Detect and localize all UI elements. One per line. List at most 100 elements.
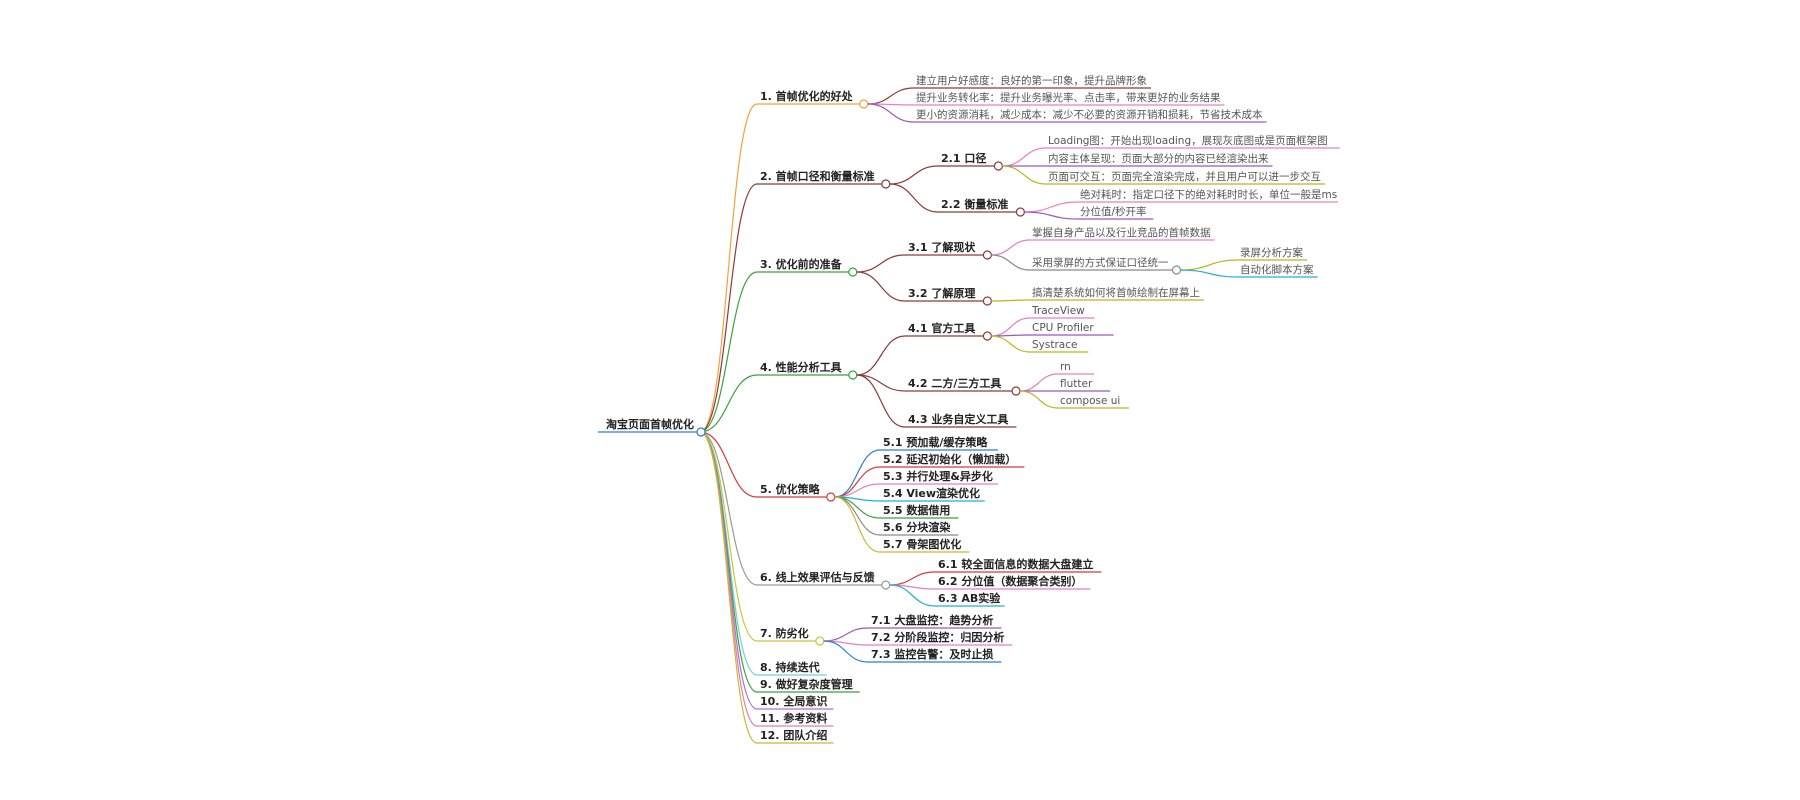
leaf-label-4-1-2: CPU Profiler [1032,322,1094,334]
edge-root-to-l1-3 [699,271,758,433]
l2-label-4-1: 4.1 官方工具 [908,321,975,335]
l1-node-label-10: 10. 全局意识 [760,694,827,708]
edge-5-6 [834,496,881,536]
l1-knob-6[interactable] [881,580,891,590]
leaf-label-3-1-2: 采用录屏的方式保证口径统一 [1032,256,1169,269]
l2-label-5-5: 5.5 数据借用 [883,503,950,517]
l2-label-5-4: 5.4 View渲染优化 [883,486,980,500]
edge-3-1-2-1 [1180,259,1239,271]
edge-1-1 [867,87,915,105]
edge-root-to-l1-2 [699,183,758,433]
l2-knob-4-1[interactable] [982,331,993,341]
leaf-label-4-2-2: flutter [1060,378,1093,390]
l2-knob-3-1[interactable] [982,250,993,260]
l2-knob-2-1[interactable] [993,161,1004,171]
l2-label-5-6: 5.6 分块渲染 [883,520,951,534]
leaf-label-1-1: 建立用户好感度：良好的第一印象，提升品牌形象 [916,74,1147,87]
l2-label-6-1: 6.1 较全面信息的数据大盘建立 [938,557,1093,571]
leaf-label-2-2-2: 分位值/秒开率 [1080,205,1147,218]
l2-knob-4-2[interactable] [1011,386,1021,396]
l1-node-label-2: 2. 首帧口径和衡量标准 [760,169,875,183]
edge-2-2-2 [1024,211,1079,220]
leaf-label-3-1-2-1: 录屏分析方案 [1240,246,1303,259]
edge-root-to-l1-6 [699,431,758,586]
leaf-label-2-2-1: 绝对耗时：指定口径下的绝对耗时时长，单位一般是ms [1080,188,1337,201]
leaf-label-2-1-3: 页面可交互：页面完全渲染完成，并且用户可以进一步交互 [1048,170,1321,183]
l2-label-2-1: 2.1 口径 [941,151,986,165]
l1-knob-5[interactable] [826,492,836,502]
l2-label-2-2: 2.2 衡量标准 [941,197,1008,211]
l1-node-label-3: 3. 优化前的准备 [760,257,843,271]
edge-3-1-2-2 [1180,269,1239,278]
leaf-label-2-1-2: 内容主体呈现：页面大部分的内容已经渲染出来 [1048,152,1269,165]
edge-3-1 [856,254,906,273]
l2-knob-3-2[interactable] [982,296,993,306]
edge-4-2-3 [1019,390,1059,409]
l2-label-5-3: 5.3 并行处理&异步化 [883,469,993,483]
edge-3-1-1 [991,239,1031,256]
l3-knob-3-1-2[interactable] [1171,265,1182,275]
leaf-label-4-1-1: TraceView [1031,305,1085,317]
edge-4-1-3 [991,335,1031,353]
l2-label-3-2: 3.2 了解原理 [908,286,975,300]
l2-label-7-1: 7.1 大盘监控：趋势分析 [871,613,993,627]
l2-label-5-1: 5.1 预加载/缓存策略 [883,435,988,449]
l1-node-label-1: 1. 首帧优化的好处 [760,89,854,103]
edge-7-1 [823,627,869,642]
leaf-label-4-2-1: rn [1060,361,1071,373]
l2-label-5-7: 5.7 骨架图优化 [883,537,961,551]
l2-label-6-3: 6.3 AB实验 [938,591,1001,605]
edge-root-to-l1-4 [699,374,758,433]
l1-knob-1[interactable] [859,99,869,109]
edge-4-2-1 [1019,373,1059,392]
l2-label-4-2: 4.2 二方/三方工具 [908,376,1001,390]
leaf-label-4-1-3: Systrace [1032,339,1077,351]
edge-root-to-l1-12 [699,431,758,744]
l2-label-3-1: 3.1 了解现状 [908,240,976,254]
edge-2-1-1 [1002,147,1047,167]
edge-4-1-1 [991,317,1031,337]
l2-label-4-3: 4.3 业务自定义工具 [908,412,1008,426]
leaf-label-1-3: 更小的资源消耗，减少成本：减少不必要的资源开销和损耗，节省技术成本 [916,108,1263,121]
edge-4-3 [856,374,906,428]
edge-3-2-1 [991,299,1031,302]
edge-3-1-2 [991,254,1031,271]
l2-label-6-2: 6.2 分位值（数据聚合类别） [938,574,1082,588]
edge-5-7 [834,496,881,553]
l2-label-7-3: 7.3 监控告警：及时止损 [871,647,993,661]
edge-2-2-1 [1024,201,1079,213]
l1-node-label-4: 4. 性能分析工具 [760,360,842,374]
l1-node-label-7: 7. 防劣化 [760,626,809,640]
edge-2-1 [889,165,939,185]
edge-5-2 [834,466,881,498]
leaf-label-2-1-1: Loading图：开始出现loading，展现灰底图或是页面框架图 [1048,134,1328,147]
l1-node-label-6: 6. 线上效果评估与反馈 [760,570,875,584]
edge-4-2 [856,374,906,392]
root-node-label: 淘宝页面首帧优化 [606,417,694,431]
l1-node-label-12: 12. 团队介绍 [760,728,827,742]
edge-2-1-3 [1002,165,1047,185]
edge-7-3 [823,640,869,663]
edge-1-3 [867,103,915,123]
leaf-label-3-1-1: 掌握自身产品以及行业竞品的首帧数据 [1032,226,1211,239]
l2-label-7-2: 7.2 分阶段监控：归因分析 [871,630,1004,644]
edge-root-to-l1-1 [699,103,758,433]
edge-root-to-l1-5 [699,431,758,498]
leaf-label-4-2-3: compose ui [1060,395,1120,407]
edge-4-1 [856,335,906,376]
l1-knob-3[interactable] [848,267,858,277]
edge-6-3 [889,584,936,607]
edge-root-to-l1-9 [699,431,758,693]
l1-node-label-8: 8. 持续迭代 [760,660,820,674]
edge-2-2 [889,183,939,213]
l1-knob-4[interactable] [848,370,858,380]
leaf-label-3-2-1: 搞清楚系统如何将首帧绘制在屏幕上 [1032,286,1200,299]
l1-knob-7[interactable] [815,636,825,646]
edge-6-1 [889,571,936,586]
edge-3-2 [856,271,906,302]
root-collapse-knob[interactable] [696,427,706,437]
l2-knob-2-2[interactable] [1015,207,1026,217]
l1-node-label-5: 5. 优化策略 [760,482,821,496]
l1-knob-2[interactable] [881,179,891,189]
